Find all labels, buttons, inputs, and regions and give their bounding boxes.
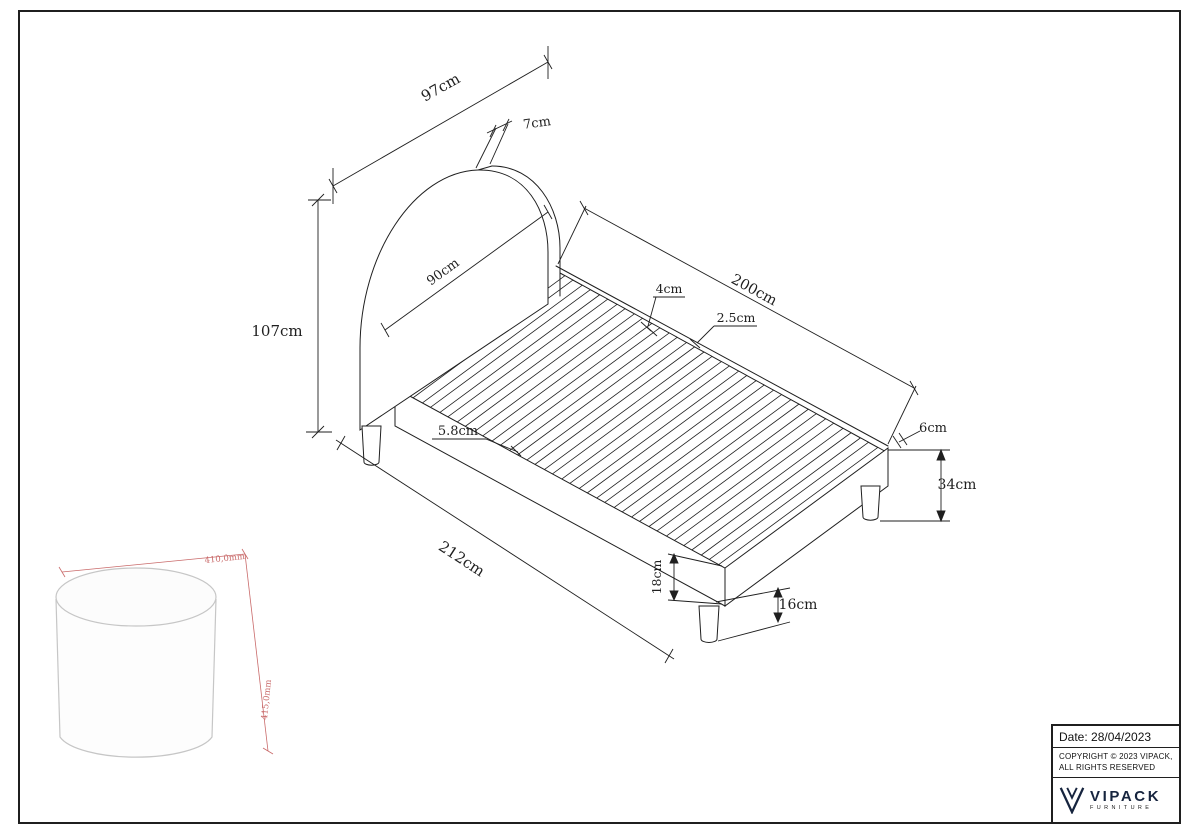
extension-line [667,599,723,605]
dim-tick [909,380,919,396]
title-block: Date: 28/04/2023 COPYRIGHT © 2023 VIPACK… [1051,723,1181,824]
dim-label-headboard-thickness: 7cm [522,114,552,133]
extension-line [717,621,791,642]
dim-line [244,553,269,752]
logo-outer-v [1059,787,1085,814]
dim-arrow [773,612,783,624]
logo-inner-v [1066,787,1078,801]
leader-line [696,325,715,344]
dim-arrow [936,448,946,461]
brand-subtitle: FURNITURE [1090,804,1153,811]
brand-name: VIPACK [1090,787,1162,805]
brand-text-block: VIPACK FURNITURE [1090,789,1161,812]
dim-34cm-lines [880,448,950,523]
dim-tick [689,338,701,349]
vipack-logo-icon [1059,787,1085,814]
dim-tick [328,178,338,194]
dim-90cm-lines [380,204,553,338]
dim-212cm-lines [335,435,675,664]
dim-line [583,207,915,389]
dim-arrow [669,552,679,564]
dim-tick [898,432,908,446]
dim-label-pouf-height: 415,0mm [260,679,274,720]
headboard-front-face [359,169,549,431]
pouf-dimension-linework [58,548,274,755]
extension-line [667,553,723,567]
extension-line [887,385,917,445]
bed-slats [401,275,887,573]
dim-7cm-lines [475,118,513,169]
bed-drawing [359,165,889,643]
dim-97cm-lines [328,46,553,204]
far-rail-outer-edge [555,265,889,447]
headboard-back-edge [491,165,561,297]
leg-near-head [361,425,382,466]
dim-line [61,553,246,573]
dim-tick [579,200,589,216]
extension-line [475,127,497,169]
extension-line [557,205,587,265]
dim-tick [311,193,325,207]
dim-tick [502,118,510,132]
dim-2-5cm-lines [689,325,757,349]
dim-tick [543,54,553,70]
dim-label-leg-height: 16cm [779,597,818,613]
leader-line [647,296,657,327]
pouf-drawing [55,567,217,758]
dim-label-slat-pitch: 5.8cm [438,424,478,439]
pouf-body [55,598,217,758]
dim-4cm-lines [640,296,685,337]
dim-tick [262,747,274,755]
copyright-field: COPYRIGHT © 2023 VIPACK, ALL RIGHTS RESE… [1053,748,1179,778]
foot-panel [724,447,889,607]
dim-tick [489,124,497,138]
dim-200cm-lines [557,200,919,445]
drawing-border: Date: 28/04/2023 COPYRIGHT © 2023 VIPACK… [18,10,1181,824]
dim-tick [664,648,674,664]
dim-label-rail-thickness: 6cm [919,421,947,436]
dim-label-pouf-diameter: 410,0mm [204,552,245,566]
dim-label-headboard-height: 107cm [251,322,302,340]
dim-line [332,61,549,187]
dim-18cm-lines [667,552,723,605]
dim-label-foot-end-height: 34cm [938,477,977,493]
dim-tick [58,566,66,578]
extension-line [489,123,509,165]
pouf-dimension-labels: 410,0mm 415,0mm [204,552,274,721]
dim-tick [646,326,658,337]
dim-tick [311,425,325,439]
dim-6cm-lines [892,430,921,449]
dim-line [486,120,513,134]
dim-label-frame-height: 18cm [649,559,664,594]
dim-tick [336,435,346,451]
dim-tick [380,322,390,338]
dimension-linework [306,46,950,664]
pouf-top [55,567,217,627]
headboard-top-edge [477,165,493,171]
date-field: Date: 28/04/2023 [1053,726,1179,748]
dim-line [384,211,549,331]
dim-107cm-lines [306,193,332,439]
dim-tick [892,435,902,449]
dim-tick [510,445,522,457]
leg-far-foot [860,485,881,521]
dim-16cm-lines [715,586,791,642]
dim-label-slat-gap: 2.5cm [717,310,756,325]
dim-5-8cm-lines [432,438,522,457]
dim-arrow [669,590,679,602]
dim-tick [241,548,249,560]
brand-row: VIPACK FURNITURE [1053,778,1179,822]
dim-tick [543,204,553,220]
copyright-line-1: COPYRIGHT © 2023 VIPACK, [1059,751,1173,761]
dim-arrow [936,510,946,523]
leg-near-foot [698,605,720,643]
copyright-line-2: ALL RIGHTS RESERVED [1059,763,1156,773]
dim-arrow [773,586,783,598]
leader-line [898,430,921,443]
leader-line [485,438,519,453]
dim-line [335,439,675,660]
dim-label-slat-width: 4cm [656,281,683,296]
